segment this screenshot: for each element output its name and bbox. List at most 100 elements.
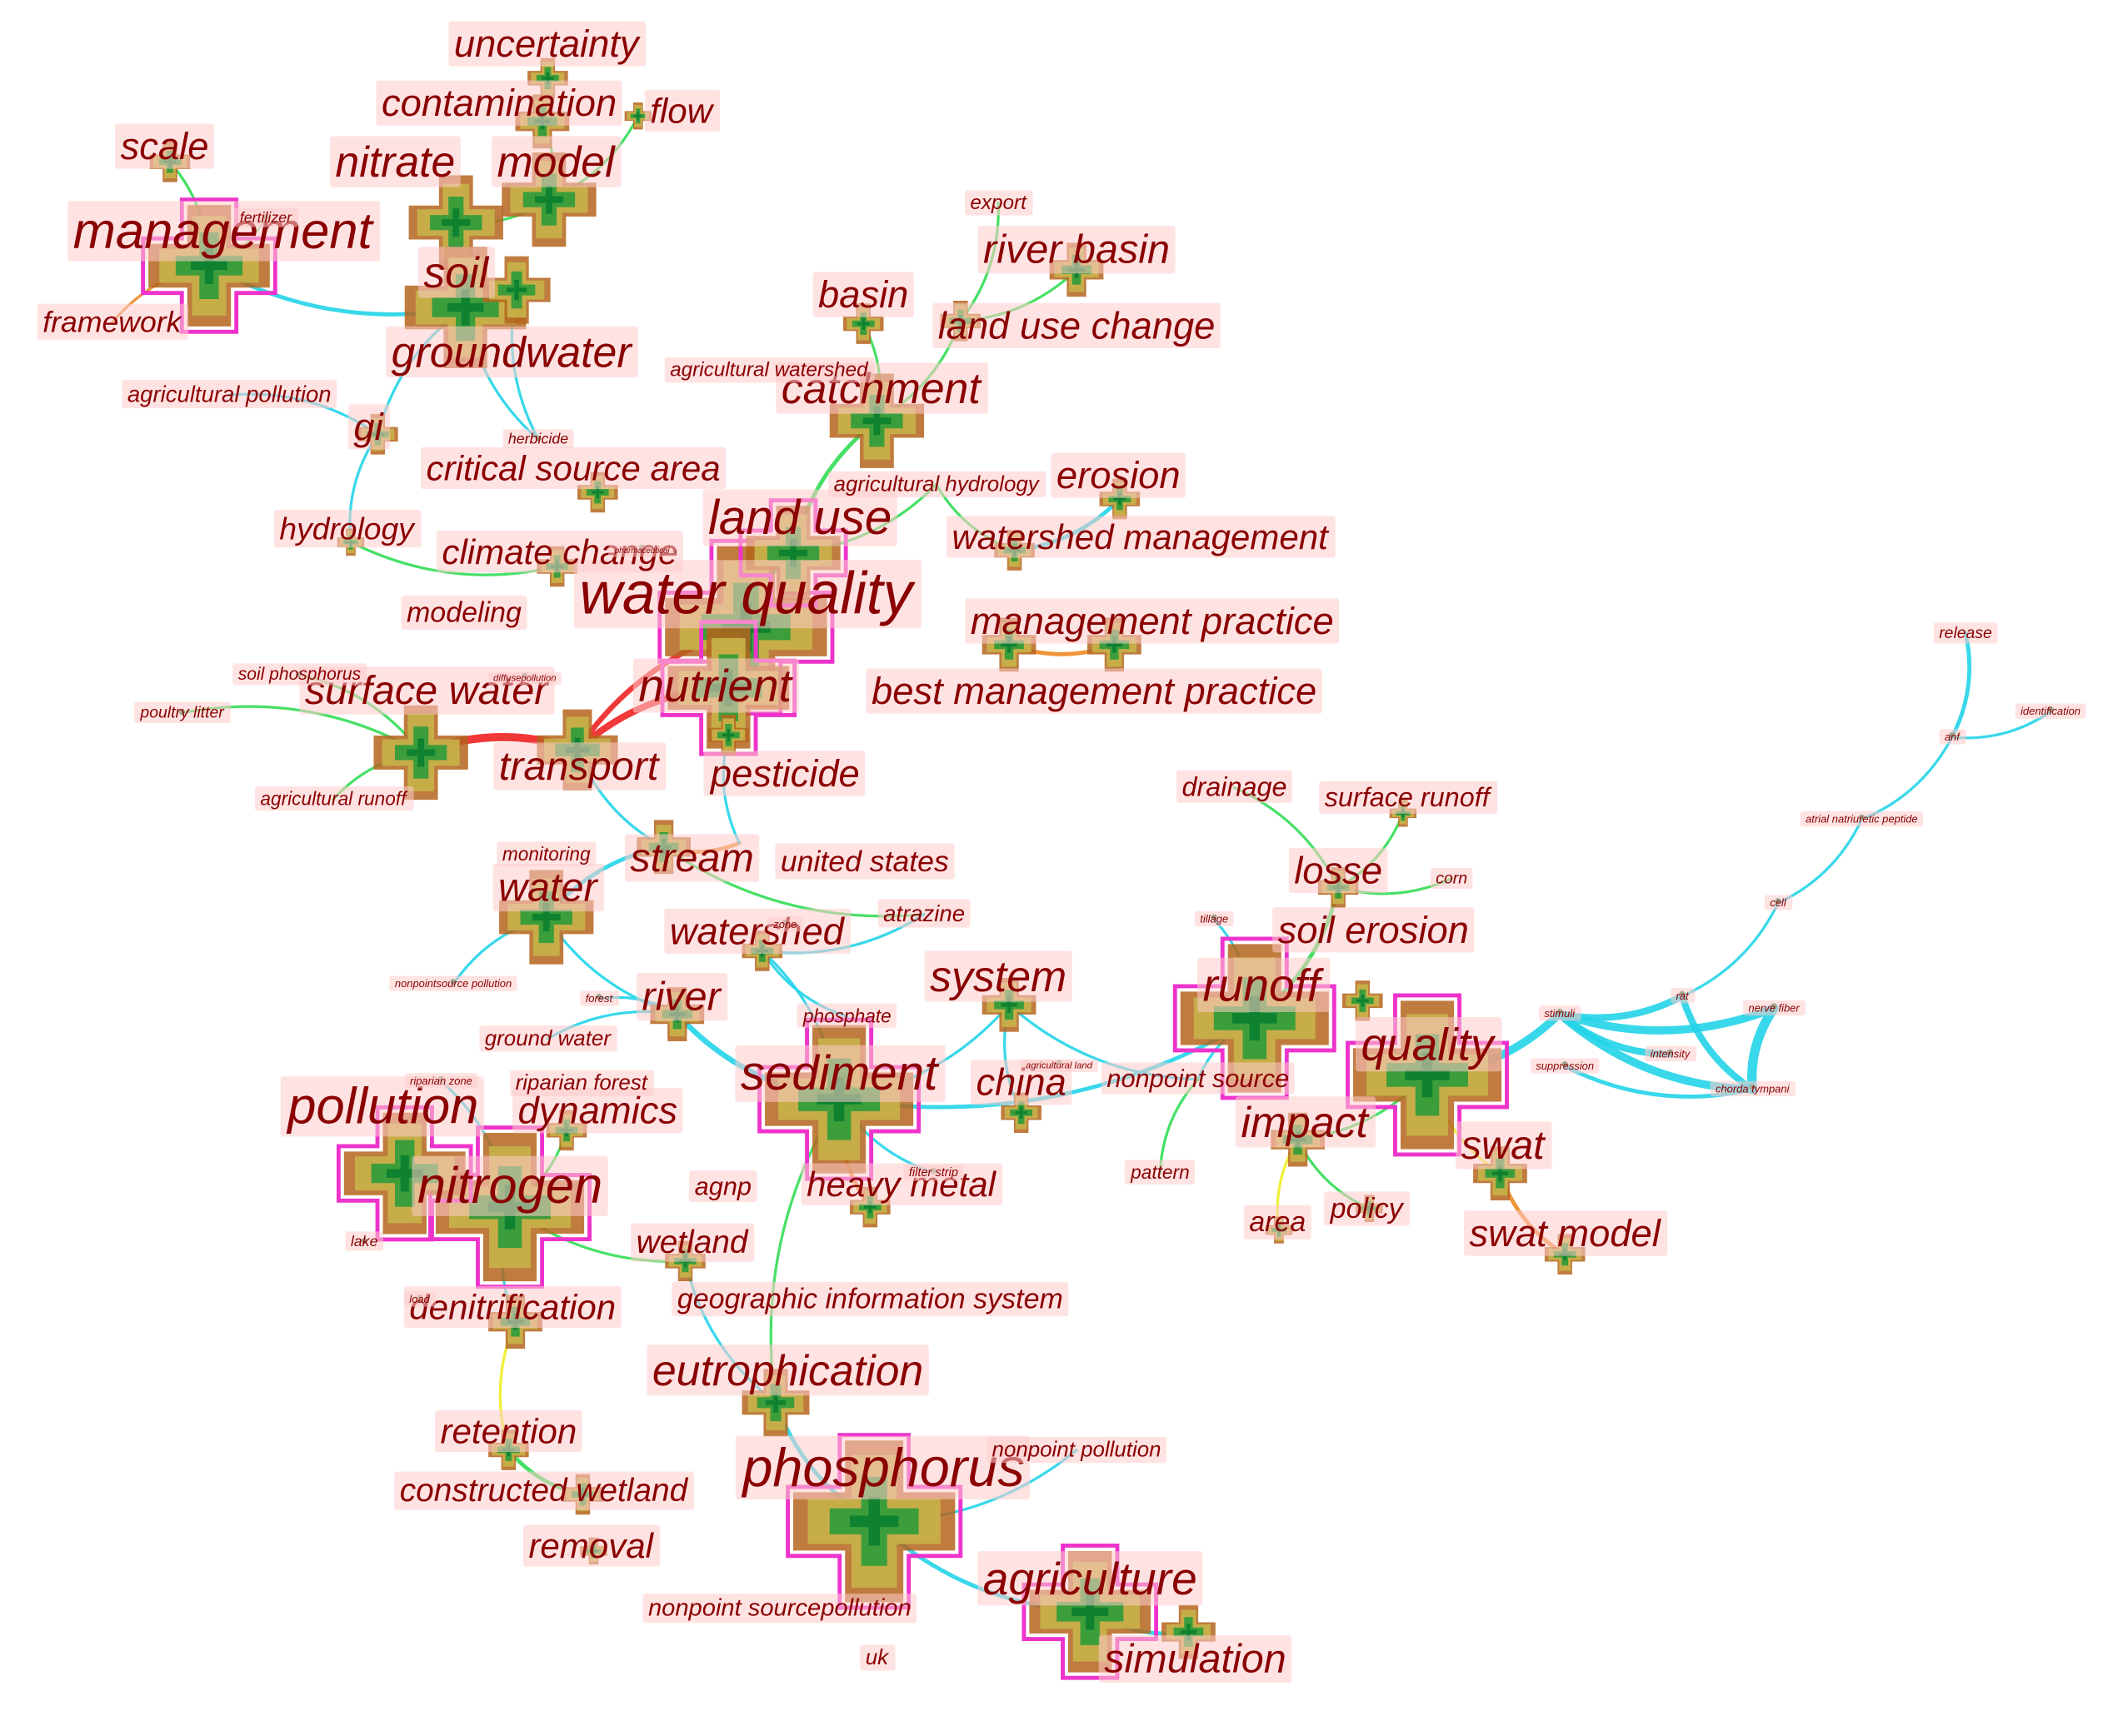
node-flow[interactable]: [624, 102, 652, 130]
node-simulation[interactable]: [1161, 1604, 1216, 1659]
label-phosphorus[interactable]: phosphorus: [735, 1435, 1031, 1499]
label-nerve-fiber[interactable]: nerve fiber: [1743, 1000, 1806, 1015]
label-dynamics[interactable]: dynamics: [512, 1088, 683, 1134]
label-soil[interactable]: soil: [417, 247, 496, 298]
label-removal[interactable]: removal: [522, 1524, 661, 1567]
node-soil[interactable]: [404, 247, 527, 369]
label-agricultural-runoff[interactable]: agricultural runoff: [254, 786, 414, 811]
node-basin[interactable]: [842, 303, 884, 344]
label-hydrology[interactable]: hydrology: [273, 510, 422, 548]
node-system[interactable]: [982, 977, 1037, 1032]
label-stream[interactable]: stream: [624, 834, 760, 882]
label-forest[interactable]: forest: [580, 990, 619, 1006]
label-agricultural-land[interactable]: agricultural land: [1020, 1059, 1099, 1072]
label-wetland[interactable]: wetland: [631, 1223, 755, 1262]
label-atrazine[interactable]: atrazine: [877, 899, 971, 928]
label-area[interactable]: area: [1243, 1205, 1311, 1240]
label-herbicide[interactable]: herbicide: [502, 429, 574, 449]
label-framework[interactable]: framework: [37, 303, 189, 340]
label-nonpoint-source[interactable]: nonpoint source: [1101, 1062, 1295, 1095]
node-catchment[interactable]: [829, 373, 925, 468]
label-management-practice[interactable]: management practice: [965, 598, 1340, 644]
label-policy[interactable]: policy: [1324, 1191, 1411, 1226]
label-agnp[interactable]: agnp: [689, 1170, 757, 1203]
label-management[interactable]: management: [67, 201, 381, 262]
label-denitrification[interactable]: denitrification: [403, 1285, 622, 1329]
label-losse[interactable]: losse: [1288, 847, 1388, 894]
label-rat[interactable]: rat: [1670, 988, 1696, 1004]
label-soil-erosion[interactable]: soil erosion: [1272, 907, 1475, 953]
label-uk[interactable]: uk: [860, 1644, 896, 1671]
label-best-management-practice[interactable]: best management practice: [866, 668, 1322, 714]
label-agricultural-watershed[interactable]: agricultural watershed: [664, 357, 875, 383]
label-pesticide[interactable]: pesticide: [703, 751, 866, 796]
label-nutrient[interactable]: nutrient: [632, 658, 800, 713]
label-nitrogen[interactable]: nitrogen: [412, 1155, 608, 1216]
label-filter-strip[interactable]: filter strip: [903, 1165, 964, 1181]
label-stimuli[interactable]: stimuli: [1538, 1005, 1581, 1021]
label-corn[interactable]: corn: [1430, 867, 1473, 890]
label-swat[interactable]: swat: [1456, 1121, 1552, 1170]
label-watershed-management[interactable]: watershed management: [946, 516, 1336, 558]
label-watershed[interactable]: watershed: [664, 908, 852, 954]
node-water[interactable]: [499, 870, 594, 965]
label-transport[interactable]: transport: [493, 742, 667, 791]
node-nitrate[interactable]: [408, 175, 503, 270]
label-united-states[interactable]: united states: [775, 843, 955, 880]
label-impact[interactable]: impact: [1235, 1096, 1376, 1148]
label-contamination[interactable]: contamination: [376, 80, 622, 126]
label-load[interactable]: load: [403, 1291, 437, 1307]
node-model[interactable]: [502, 152, 597, 247]
label-lake[interactable]: lake: [345, 1231, 384, 1251]
label-system[interactable]: system: [924, 950, 1072, 1002]
label-pharmaceutical[interactable]: pharmaceutical: [608, 545, 676, 557]
label-uncertainty[interactable]: uncertainty: [448, 21, 647, 67]
label-constructed-wetland[interactable]: constructed wetland: [394, 1471, 695, 1510]
label-sediment[interactable]: sediment: [735, 1045, 946, 1102]
label-land-use[interactable]: land use: [702, 489, 897, 546]
label-heavy-metal[interactable]: heavy metal: [801, 1163, 1003, 1205]
label-nitrate[interactable]: nitrate: [329, 136, 461, 187]
label-intensity[interactable]: intensity: [1645, 1045, 1697, 1061]
label-groundwater[interactable]: groundwater: [386, 326, 638, 378]
label-zone[interactable]: zone: [767, 916, 802, 932]
label-critical-source-area[interactable]: critical source area: [421, 446, 727, 490]
label-nonpoint-pollution[interactable]: nonpoint pollution: [987, 1437, 1167, 1464]
node-best-management-practice[interactable]: [1086, 617, 1141, 672]
label-nonpointsource-pollution[interactable]: nonpointsource pollution: [389, 975, 517, 991]
label-tillage[interactable]: tillage: [1194, 910, 1234, 927]
label-phosphate[interactable]: phosphate: [797, 1003, 897, 1028]
label-nonpoint-sourcepollution[interactable]: nonpoint sourcepollution: [642, 1594, 917, 1624]
label-surface-runoff[interactable]: surface runoff: [1319, 781, 1498, 814]
label-agricultural-pollution[interactable]: agricultural pollution: [122, 379, 337, 409]
label-model[interactable]: model: [492, 136, 622, 187]
label-agricultural-hydrology[interactable]: agricultural hydrology: [828, 471, 1047, 497]
node-critical-source-area[interactable]: [577, 471, 618, 513]
node-erosion[interactable]: [1099, 478, 1141, 520]
label-poultry-litter[interactable]: poultry litter: [133, 701, 231, 723]
label-release[interactable]: release: [1933, 622, 1998, 644]
label-river[interactable]: river: [636, 973, 728, 1021]
label-modeling[interactable]: modeling: [401, 595, 527, 631]
label-diffusepollution[interactable]: diffusepollution: [487, 672, 562, 686]
label-atrial-natriuretic-peptide[interactable]: atrial natriuretic peptide: [1800, 811, 1924, 827]
label-pattern[interactable]: pattern: [1124, 1160, 1196, 1185]
node-heavy-metal[interactable]: [850, 1186, 891, 1228]
node-uncertainty[interactable]: [527, 57, 568, 99]
node-china[interactable]: [1001, 1092, 1042, 1134]
label-agriculture[interactable]: agriculture: [977, 1551, 1203, 1606]
label-riparian-zone[interactable]: riparian zone: [404, 1073, 478, 1089]
label-river-basin[interactable]: river basin: [977, 226, 1176, 274]
label-geographic-information-system[interactable]: geographic information system: [672, 1281, 1069, 1317]
node-swat[interactable]: [1473, 1146, 1527, 1200]
label-suppression[interactable]: suppression: [1530, 1058, 1600, 1074]
label-basin[interactable]: basin: [812, 272, 914, 317]
label-riparian-forest[interactable]: riparian forest: [510, 1070, 655, 1096]
label-water[interactable]: water: [492, 863, 605, 912]
label-swat-model[interactable]: swat model: [1464, 1210, 1668, 1256]
label-quality[interactable]: quality: [1355, 1016, 1502, 1072]
label-flow[interactable]: flow: [644, 89, 721, 132]
label-land-use-change[interactable]: land use change: [932, 302, 1221, 349]
label-gi[interactable]: gi: [347, 404, 391, 450]
label-runoff[interactable]: runoff: [1197, 957, 1331, 1012]
